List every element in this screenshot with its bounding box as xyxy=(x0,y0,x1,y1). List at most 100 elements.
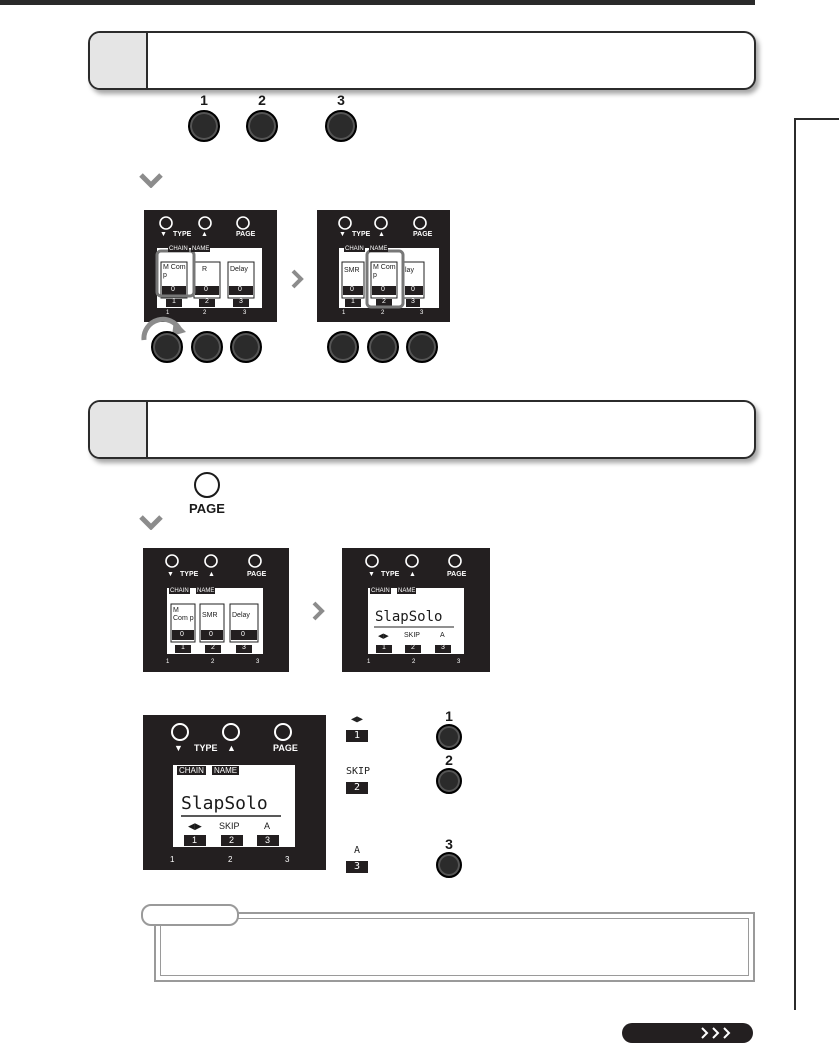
foot-1: 1 xyxy=(166,659,170,665)
legend-icon-3: A xyxy=(353,845,361,856)
label-page: PAGE xyxy=(273,743,298,753)
slot-2: 2 xyxy=(382,298,386,305)
knob-a-1[interactable] xyxy=(151,331,183,363)
slot-1: 1 xyxy=(181,644,185,651)
label-type: TYPE xyxy=(194,743,218,753)
legend-block-1: 1 xyxy=(346,730,368,742)
slot-3: 3 xyxy=(242,644,246,651)
label-up: ▲ xyxy=(201,231,208,238)
tab-name: NAME xyxy=(196,588,216,594)
knob-a-3[interactable] xyxy=(230,331,262,363)
sidebar-rule xyxy=(794,118,796,1010)
label-page: PAGE xyxy=(447,571,467,578)
knob-a-2[interactable] xyxy=(191,331,223,363)
knob-1[interactable] xyxy=(188,110,220,142)
foot-2: 2 xyxy=(412,659,416,665)
tab-chain: CHAIN xyxy=(344,246,365,252)
slot-3: 3 xyxy=(239,298,243,305)
effect-3: lay xyxy=(405,267,414,274)
value-2: 0 xyxy=(381,286,385,293)
knob-label-2: 2 xyxy=(258,92,266,108)
effect-1: SMR xyxy=(344,267,360,274)
slot-2: 2 xyxy=(211,644,215,651)
value-1: 0 xyxy=(350,286,354,293)
foot-1: 1 xyxy=(170,855,175,864)
foot-3: 3 xyxy=(285,855,290,864)
foot-1: 1 xyxy=(342,310,346,316)
legend-knob-3[interactable] xyxy=(436,852,462,878)
slot-2: 2 xyxy=(205,298,209,305)
slot-1: 1 xyxy=(382,644,386,651)
legend-knob-label-2: 2 xyxy=(445,752,453,768)
slot-2: 2 xyxy=(411,644,415,651)
legend-block-3: 3 xyxy=(346,861,368,873)
foot-2: 2 xyxy=(228,855,233,864)
legend-icon-1: ◀▶ xyxy=(350,714,364,725)
page-key-label: PAGE xyxy=(189,501,225,516)
function-2: SKIP xyxy=(404,632,420,639)
tab-chain: CHAIN xyxy=(177,766,206,775)
effect-2: SMR xyxy=(202,612,218,619)
hint-tab xyxy=(141,904,239,926)
effect-3: Delay xyxy=(230,266,248,273)
step-2-header xyxy=(88,400,756,459)
effect-3: Delay xyxy=(232,612,250,619)
value-3: 0 xyxy=(241,631,245,638)
knob-b-1[interactable] xyxy=(327,331,359,363)
display-panel-c: ▼ TYPE ▲ PAGE CHAIN NAME M Com p SMR Del… xyxy=(143,548,289,672)
legend-knob-1[interactable] xyxy=(436,724,462,750)
slot-2: 2 xyxy=(229,835,235,845)
label-page: PAGE xyxy=(247,571,267,578)
label-up: ▲ xyxy=(378,231,385,238)
function-2: SKIP xyxy=(219,821,240,831)
next-page-pill[interactable] xyxy=(622,1023,753,1043)
label-up: ▲ xyxy=(227,743,236,753)
foot-3: 3 xyxy=(256,659,260,665)
label-down: ▼ xyxy=(368,571,375,578)
label-down: ▼ xyxy=(174,743,183,753)
panel-d-graphics xyxy=(365,554,464,654)
value-3: 0 xyxy=(238,286,242,293)
knob-2[interactable] xyxy=(246,110,278,142)
function-3: A xyxy=(440,632,445,639)
patch-name: SlapSolo xyxy=(181,793,268,814)
label-down: ▼ xyxy=(167,571,174,578)
hint-box-inner xyxy=(160,918,749,976)
label-type: TYPE xyxy=(381,571,400,578)
step-1-header xyxy=(88,31,756,90)
label-down: ▼ xyxy=(339,231,346,238)
knob-3[interactable] xyxy=(325,110,357,142)
label-type: TYPE xyxy=(173,231,192,238)
legend-knob-label-1: 1 xyxy=(445,708,453,724)
slot-1: 1 xyxy=(192,835,198,845)
tab-name: NAME xyxy=(369,246,389,252)
slot-3: 3 xyxy=(265,835,271,845)
function-1: ◀▶ xyxy=(188,821,202,831)
value-3: 0 xyxy=(411,286,415,293)
panel-large-graphics xyxy=(171,723,295,847)
effect-2: M Com p xyxy=(373,264,396,279)
value-2: 0 xyxy=(209,631,213,638)
display-panel-d: ▼ TYPE ▲ PAGE CHAIN NAME SlapSolo ◀▶ SKI… xyxy=(342,548,490,672)
foot-2: 2 xyxy=(381,310,385,316)
slot-1: 1 xyxy=(351,298,355,305)
effect-1: M Com p xyxy=(163,264,186,279)
foot-3: 3 xyxy=(457,659,461,665)
legend-knob-2[interactable] xyxy=(436,768,462,794)
knob-b-2[interactable] xyxy=(367,331,399,363)
chevron-down-icon xyxy=(139,173,163,188)
page-key[interactable] xyxy=(194,472,220,498)
effect-2: R xyxy=(202,266,208,273)
label-page: PAGE xyxy=(236,231,256,238)
legend-row-3: A 3 xyxy=(346,845,368,874)
tab-chain: CHAIN xyxy=(169,588,190,594)
legend-block-2: 2 xyxy=(346,782,368,794)
foot-1: 1 xyxy=(367,659,371,665)
legend-icon-2: SKIP xyxy=(346,766,371,777)
function-1: ◀▶ xyxy=(378,633,389,640)
label-type: TYPE xyxy=(180,571,199,578)
knob-b-3[interactable] xyxy=(406,331,438,363)
foot-3: 3 xyxy=(420,310,424,316)
step-number-box xyxy=(90,402,148,457)
label-down: ▼ xyxy=(160,231,167,238)
